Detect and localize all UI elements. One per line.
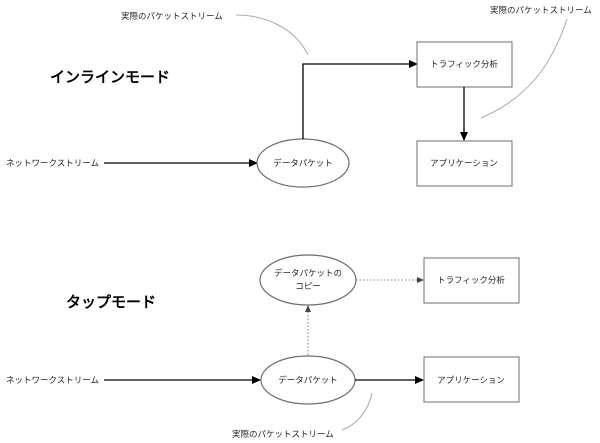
inline-data-packet-label: データパケット (273, 158, 333, 169)
inline-application-label: アプリケーション (430, 159, 498, 169)
tap-traffic-analysis-box (423, 257, 520, 304)
inline-mode-title: インラインモード (50, 68, 170, 86)
inline-application-box (416, 140, 513, 187)
inline-actual-stream-label-1: 実際のパケットストリーム (121, 11, 223, 22)
tap-network-stream-label: ネットワークストリーム (6, 376, 99, 386)
tap-actual-stream-curve (341, 392, 373, 431)
tap-traffic-analysis-label: トラフィック分析 (437, 275, 505, 286)
inline-actual-stream-curve-2 (480, 18, 568, 119)
inline-traffic-analysis-box (416, 41, 513, 88)
tap-application-box (423, 356, 520, 403)
tap-data-packet-label: データパケット (278, 375, 338, 386)
tap-packet-copy-label-line1: データパケットの (274, 268, 342, 279)
tap-actual-stream-label: 実際のパケットストリーム (232, 429, 334, 440)
inline-network-stream-label: ネットワークストリーム (6, 159, 99, 169)
tap-mode-title: タップモード (66, 293, 156, 311)
tap-packet-copy-node (259, 254, 357, 306)
tap-application-label: アプリケーション (437, 376, 505, 386)
inline-to-traffic-arrow (302, 60, 418, 139)
inline-actual-stream-label-2: 実際のパケットストリーム (490, 5, 592, 16)
inline-actual-stream-curve-1 (235, 14, 309, 56)
tap-packet-copy-label-line2: コピー (295, 282, 321, 292)
inline-traffic-analysis-label: トラフィック分析 (430, 59, 498, 70)
